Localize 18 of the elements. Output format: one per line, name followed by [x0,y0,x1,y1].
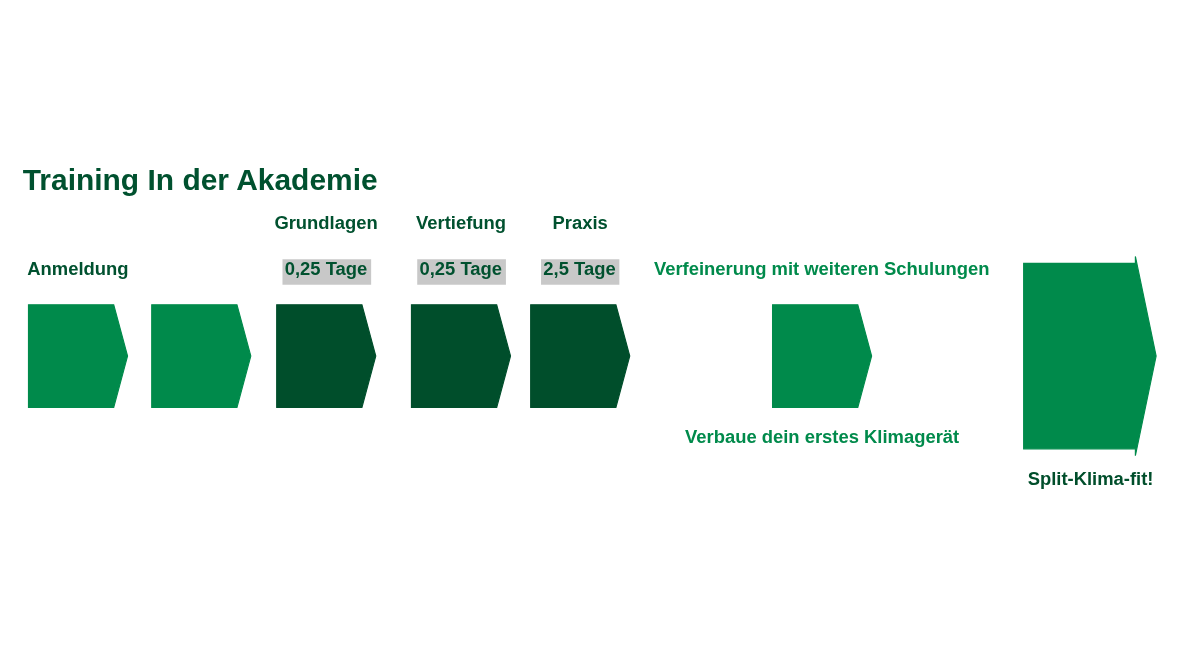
node-label: Anmeldung [27,257,129,279]
node-label: Grundlagen [274,211,378,233]
node-label: Split-Klima-fit! [1027,467,1154,489]
node-chevron [530,303,631,408]
node-label: Verfeinerung mit weiteren Schulungen [653,257,990,279]
node-label: Verbaue dein erstes Klimagerät [685,425,960,447]
node-label: 2,5 Tage [543,257,616,279]
node-label: 0,25 Tage [284,257,368,279]
node-chevron [772,303,873,408]
node-label: Vertiefung [416,211,507,233]
node-arrow [1023,255,1157,456]
node-chevron [27,303,129,408]
node-label: Praxis [552,211,608,233]
node-label: 0,25 Tage [419,257,503,279]
node-chevron [151,303,252,408]
node-chevron [410,303,512,408]
diagram-title: Training In der Akademie [22,162,378,196]
node-chevron [276,303,377,408]
